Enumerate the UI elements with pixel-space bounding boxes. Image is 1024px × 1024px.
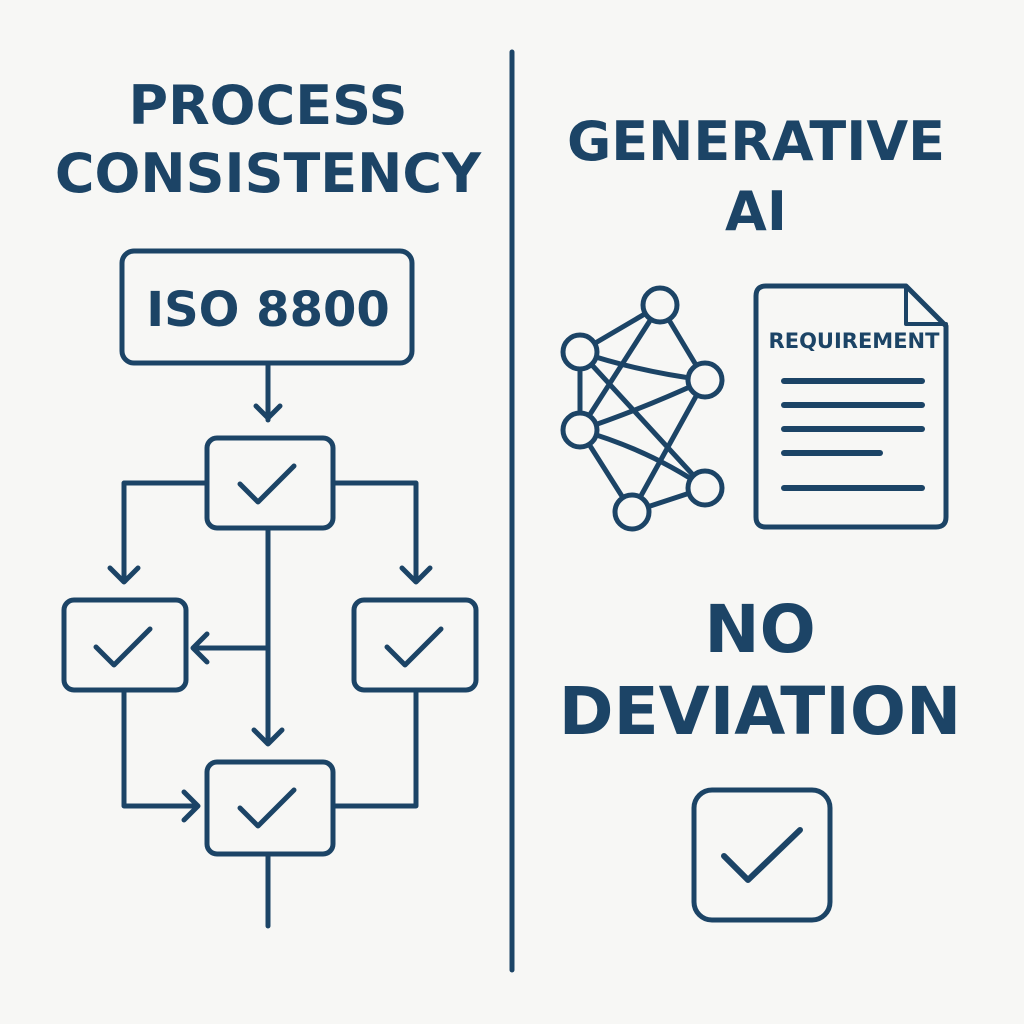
iso-label: ISO 8800: [146, 282, 390, 338]
arrow-top-to-left: [121, 480, 210, 583]
result-line1: NO: [704, 591, 815, 668]
check-icon: [93, 626, 153, 668]
neural-network-icon: [560, 285, 725, 532]
check-icon: [384, 626, 444, 668]
arrow-head-icon: [253, 403, 283, 421]
right-title-line2: AI: [725, 180, 787, 243]
arrow-head-icon: [181, 789, 201, 823]
arrow-top-to-right: [330, 480, 419, 583]
check-icon: [237, 787, 297, 829]
line-right-to-bottom: [330, 687, 419, 809]
step-box-left: [61, 597, 189, 693]
right-title-line1: GENERATIVE: [567, 110, 945, 173]
check-icon: [721, 827, 803, 883]
arrow-left-to-bottom: [121, 687, 199, 809]
step-box-top: [204, 435, 336, 531]
arrow-head-icon: [190, 631, 210, 665]
arrow-head-icon: [251, 727, 285, 747]
result-line2: DEVIATION: [559, 673, 961, 750]
left-title-line2: CONSISTENCY: [55, 142, 482, 205]
document-icon: [753, 283, 949, 530]
step-box-bottom: [204, 759, 336, 857]
check-icon: [237, 463, 297, 505]
arrow-head-icon: [399, 565, 433, 585]
document-label: REQUIREMENT: [769, 329, 941, 353]
step-box-right: [351, 597, 479, 693]
arrow-head-icon: [107, 565, 141, 585]
left-title-line1: PROCESS: [129, 74, 408, 137]
result-check-box: [691, 787, 833, 923]
